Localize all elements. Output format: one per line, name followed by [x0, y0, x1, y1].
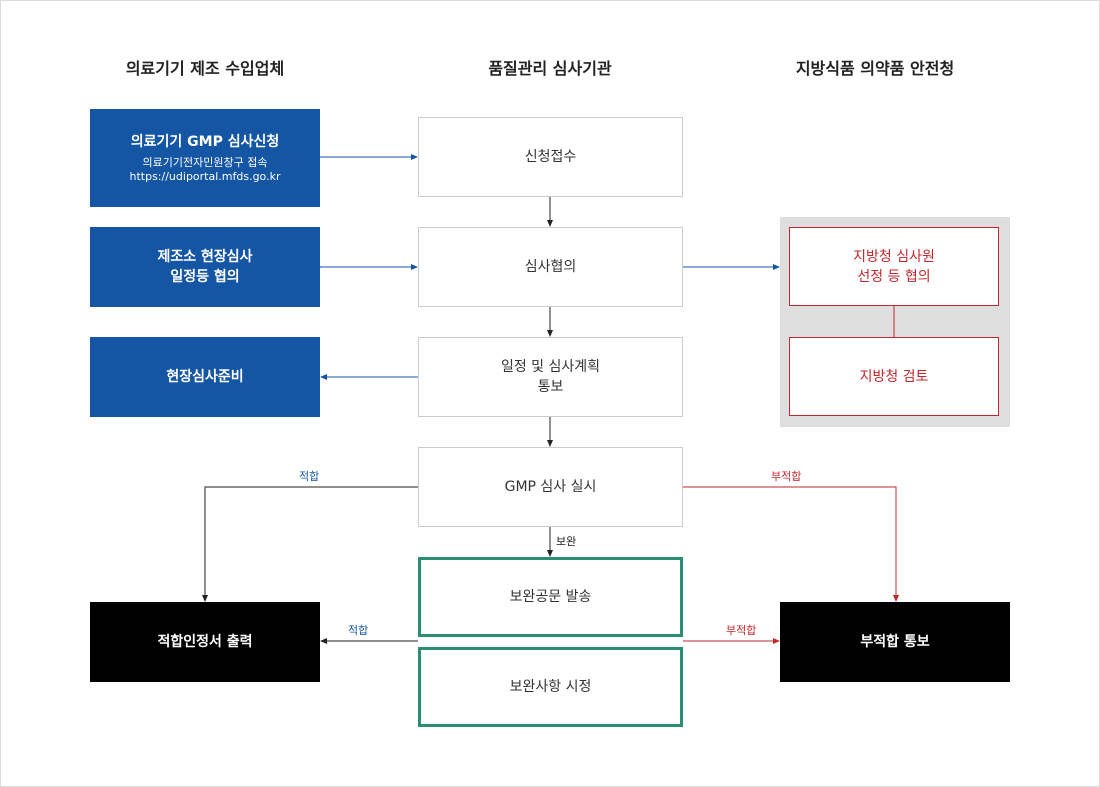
edge-label-supplement: 보완	[556, 535, 577, 548]
column-title-manufacturer: 의료기기 제조 수입업체	[125, 59, 285, 78]
fail-notice-box: 부적합 통보	[780, 602, 1010, 682]
schedule-notice-line1: 일정 및 심사계획	[500, 359, 601, 375]
supplement-send-box: 보완공문 발송	[418, 557, 683, 637]
gmp-audit-box: GMP 심사 실시	[418, 447, 683, 527]
consult-box: 심사협의	[418, 227, 683, 307]
onsite-prep-box: 현장심사준비	[90, 337, 320, 417]
gmp-audit-line1: GMP 심사 실시	[504, 479, 597, 495]
supplement-fix-box: 보완사항 시정	[418, 647, 683, 727]
onsite-prep-line1: 현장심사준비	[166, 369, 244, 385]
edge-label-fail-lower: 부적합	[726, 624, 757, 637]
fail-notice-line1: 부적합 통보	[860, 634, 930, 650]
auditor-select-line1: 지방청 심사원	[853, 248, 935, 265]
regional-review-box: 지방청 검토	[789, 337, 999, 416]
gmp-apply-title: 의료기기 GMP 심사신청	[130, 134, 280, 150]
auditor-select-line2: 선정 등 협의	[857, 268, 931, 285]
consult-line1: 심사협의	[524, 259, 577, 275]
cert-output-line1: 적합인정서 출력	[157, 634, 253, 650]
supplement-send-line1: 보완공문 발송	[509, 589, 592, 605]
schedule-consult-line1: 제조소 현장심사	[157, 249, 253, 265]
schedule-consult-line2: 일정등 협의	[170, 269, 240, 285]
schedule-consult-box: 제조소 현장심사 일정등 협의	[90, 227, 320, 307]
cert-output-box: 적합인정서 출력	[90, 602, 320, 682]
regional-review-line1: 지방청 검토	[859, 368, 929, 385]
column-title-regional: 지방식품 의약품 안전청	[795, 59, 955, 78]
arrow-audit-fail-to-notice	[683, 486, 899, 602]
edge-label-pass-upper: 적합	[299, 470, 320, 483]
edge-label-pass-lower: 적합	[348, 624, 369, 637]
column-title-agency: 품질관리 심사기관	[488, 59, 612, 78]
receive-line1: 신청접수	[524, 149, 577, 165]
schedule-notice-box: 일정 및 심사계획 통보	[418, 337, 683, 417]
schedule-notice-line2: 통보	[537, 379, 564, 395]
gmp-apply-portal-label: 의료기기전자민원창구 접속	[142, 156, 268, 169]
gmp-apply-box: 의료기기 GMP 심사신청 의료기기전자민원창구 접속 https://udip…	[90, 109, 320, 207]
gmp-apply-portal-url: https://udiportal.mfds.go.kr	[129, 170, 281, 183]
supplement-fix-line1: 보완사항 시정	[509, 679, 592, 695]
arrow-audit-pass-to-cert	[202, 486, 418, 602]
receive-box: 신청접수	[418, 117, 683, 197]
edge-label-fail-upper: 부적합	[771, 470, 802, 483]
auditor-select-box: 지방청 심사원 선정 등 협의	[789, 227, 999, 306]
